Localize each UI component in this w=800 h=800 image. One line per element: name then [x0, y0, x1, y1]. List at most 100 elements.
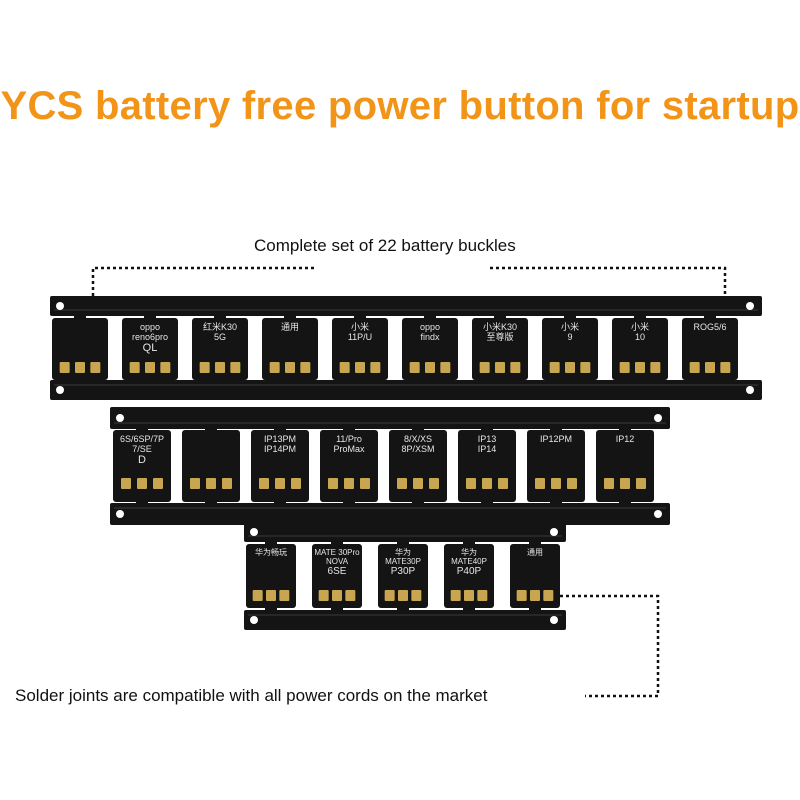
module-label: 华为 [395, 547, 411, 557]
tab-bridge [619, 500, 631, 505]
solder-pad [689, 362, 700, 373]
solder-pad [259, 478, 269, 489]
tab-bridge [284, 314, 296, 320]
solder-pad [266, 590, 276, 601]
mounting-hole [550, 616, 558, 624]
module-label: IP13PM [264, 434, 296, 444]
battery-buckle-module: 6S/6SP/7P7/SED [113, 427, 171, 505]
solder-pad [145, 362, 155, 373]
tab-bridge [214, 378, 226, 382]
solder-pad [90, 362, 101, 373]
solder-pad [466, 478, 476, 489]
solder-pad [398, 590, 408, 601]
board-top-rail [244, 522, 566, 542]
module-label: P30P [391, 566, 416, 577]
solder-pad [59, 362, 70, 373]
module-label: 至尊版 [486, 331, 513, 342]
tab-bridge [529, 606, 541, 612]
solder-pad [650, 362, 661, 373]
solder-pad [636, 478, 646, 489]
board-bottom-rail [50, 380, 762, 400]
battery-buckle-module [182, 427, 240, 505]
solder-pad [409, 362, 420, 373]
page-title: YCS battery free power button for startu… [0, 84, 800, 128]
tab-bridge [205, 427, 217, 432]
solder-pad [516, 590, 527, 601]
mounting-hole [56, 386, 64, 394]
solder-pad [339, 362, 350, 373]
module-label: 6S/6SP/7P [120, 434, 164, 444]
solder-pad [440, 362, 451, 373]
tab-bridge [397, 540, 409, 546]
tab-bridge [354, 378, 366, 382]
solder-pad [495, 362, 505, 373]
solder-pad [565, 362, 575, 373]
solder-pad [344, 478, 354, 489]
tab-bridge [144, 378, 156, 382]
tab-bridge [494, 378, 506, 382]
mounting-hole [116, 414, 124, 422]
tab-bridge [424, 314, 436, 320]
module-label: 5G [214, 332, 226, 342]
tab-bridge [634, 378, 646, 382]
solder-pad [160, 362, 171, 373]
module-label: MATE 30Pro [314, 548, 360, 557]
solder-pad [549, 362, 560, 373]
module-label: 华为 [461, 547, 477, 557]
solder-pad [222, 478, 232, 489]
mounting-hole [746, 386, 754, 394]
solder-pad [206, 478, 216, 489]
tab-bridge [481, 427, 493, 432]
tab-bridge [74, 378, 86, 382]
module-label: D [138, 454, 146, 466]
module-label: 小米K30 [483, 321, 517, 332]
solder-pad [230, 362, 241, 373]
module-label: 11P/U [348, 332, 372, 342]
tab-bridge [424, 378, 436, 382]
mounting-hole [116, 510, 124, 518]
tab-bridge [529, 540, 541, 546]
battery-buckle-module: ROG5/6 [682, 314, 738, 382]
tab-bridge [397, 606, 409, 612]
solder-pad [121, 478, 131, 489]
solder-pad [580, 362, 591, 373]
module-label: 11/Pro [336, 434, 362, 444]
mounting-hole [654, 510, 662, 518]
solder-pad [535, 478, 545, 489]
tab-bridge [136, 500, 148, 505]
solder-pad [370, 362, 381, 373]
solder-pad [705, 362, 715, 373]
tab-bridge [205, 500, 217, 505]
solder-pad [129, 362, 140, 373]
tab-bridge [144, 314, 156, 320]
board-bottom-rail [244, 610, 566, 630]
solder-pad [551, 478, 561, 489]
solder-pad [252, 590, 263, 601]
solder-pad [543, 590, 554, 601]
tab-bridge [265, 540, 277, 546]
tab-bridge [343, 500, 355, 505]
solder-pad [477, 590, 488, 601]
module-label: 10 [635, 332, 645, 342]
caption-battery-buckles: Complete set of 22 battery buckles [254, 236, 516, 255]
solder-pad [153, 478, 163, 489]
callout-line-bottom [548, 594, 660, 698]
solder-pad [464, 590, 474, 601]
tab-bridge [331, 540, 343, 546]
solder-pad [275, 478, 285, 489]
callout-line-top-right [490, 266, 727, 296]
solder-pad [137, 478, 147, 489]
tab-bridge [331, 606, 343, 612]
tab-bridge [704, 314, 716, 320]
solder-pad [332, 590, 342, 601]
solder-pad [720, 362, 731, 373]
module-label: NOVA [326, 557, 349, 566]
tab-bridge [354, 314, 366, 320]
